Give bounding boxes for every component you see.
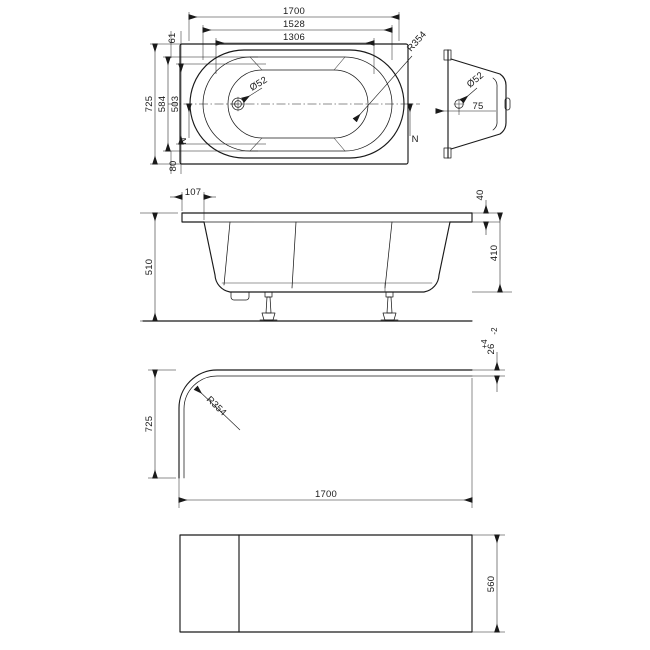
panel-radius-label: R354 (204, 394, 229, 418)
dim-inner-width-1-label: 584 (157, 96, 168, 112)
dim-panel-tolerance-minus-label: -2 (490, 327, 499, 335)
section-mark-left-label: N (178, 137, 189, 144)
dim-panel-length-label: 1700 (315, 489, 337, 500)
dim-rim-offset-bottom-label: 80 (168, 161, 179, 172)
front-internal-rib-midright (384, 221, 393, 289)
dim-inner-depth-label: 410 (489, 245, 500, 261)
section-rim-bottom-flange (443, 147, 452, 159)
drain-diameter-label: Ø52 (248, 75, 270, 94)
section-overflow-nub (504, 97, 511, 111)
section-drain-leader (459, 87, 478, 104)
dim-rim-offset-top-label: 61 (167, 33, 178, 44)
dim-overall-width-label: 725 (144, 96, 155, 112)
view-panel-profile: R354 725 1700 26 +4 -2 (144, 327, 505, 508)
leg-right-bracket (385, 291, 394, 298)
basin-corner-fillet-br (333, 137, 346, 152)
front-leg-right (380, 291, 399, 321)
drain-diameter-leader (241, 87, 263, 103)
front-internal-rib-midleft (291, 221, 297, 289)
section-mark-right-label: N (412, 134, 419, 145)
front-leg-left (259, 291, 278, 321)
dim-rim-thickness-label: 40 (475, 190, 486, 201)
front-internal-rib-left (223, 221, 231, 286)
panel-radius-leader (193, 385, 241, 431)
dim-panel-thickness-label: 26 (486, 344, 497, 355)
basin-corner-fillet-tr (333, 56, 346, 71)
leg-left-foot (261, 312, 276, 321)
front-rim-right-flange (449, 212, 473, 223)
basin-corner-fillet-bl (249, 137, 263, 152)
dim-inner-length-1-label: 1528 (283, 19, 305, 30)
section-rim-top-flange (443, 49, 452, 61)
leg-left-bracket (264, 291, 273, 298)
panel-outer-profile (178, 369, 473, 479)
section-tub-inner-edge (492, 77, 498, 131)
tub-rim-inner-outline (189, 49, 405, 159)
corner-radius-label: R354 (405, 29, 429, 54)
corner-radius-leader (352, 55, 413, 123)
leg-right-stem (386, 296, 393, 314)
panel-elevation-outline (179, 534, 473, 633)
view-top-plan: Ø52 R354 1700 1528 1306 725 (144, 6, 429, 174)
dim-drain-offset-label: 75 (473, 101, 484, 112)
leg-right-foot (382, 312, 397, 321)
leg-left-stem (265, 296, 272, 314)
view-section-nn: Ø52 75 (435, 49, 511, 159)
dim-total-height-label: 510 (144, 259, 155, 275)
dim-inner-length-2-label: 1306 (283, 32, 305, 43)
dim-overall-length-label: 1700 (283, 6, 305, 17)
dim-panel-elevation-height-label: 560 (486, 576, 497, 592)
front-overflow-boss (230, 291, 250, 301)
dim-inner-width-2-label: 503 (170, 96, 181, 112)
front-rim-left-flange (181, 212, 205, 223)
basin-corner-fillet-tl (249, 56, 263, 71)
view-front-section: 107 510 40 410 (140, 187, 512, 322)
view-panel-elevation: 560 (179, 534, 505, 633)
dim-rim-width-label: 107 (185, 187, 201, 198)
panel-inner-profile (183, 375, 473, 479)
section-drain-diameter-label: Ø52 (465, 70, 486, 90)
section-tub-body (450, 58, 507, 150)
dim-panel-height-label: 725 (144, 416, 155, 432)
front-tub-outer-profile (203, 221, 451, 293)
dim-panel-tolerance-plus-label: +4 (480, 339, 489, 349)
